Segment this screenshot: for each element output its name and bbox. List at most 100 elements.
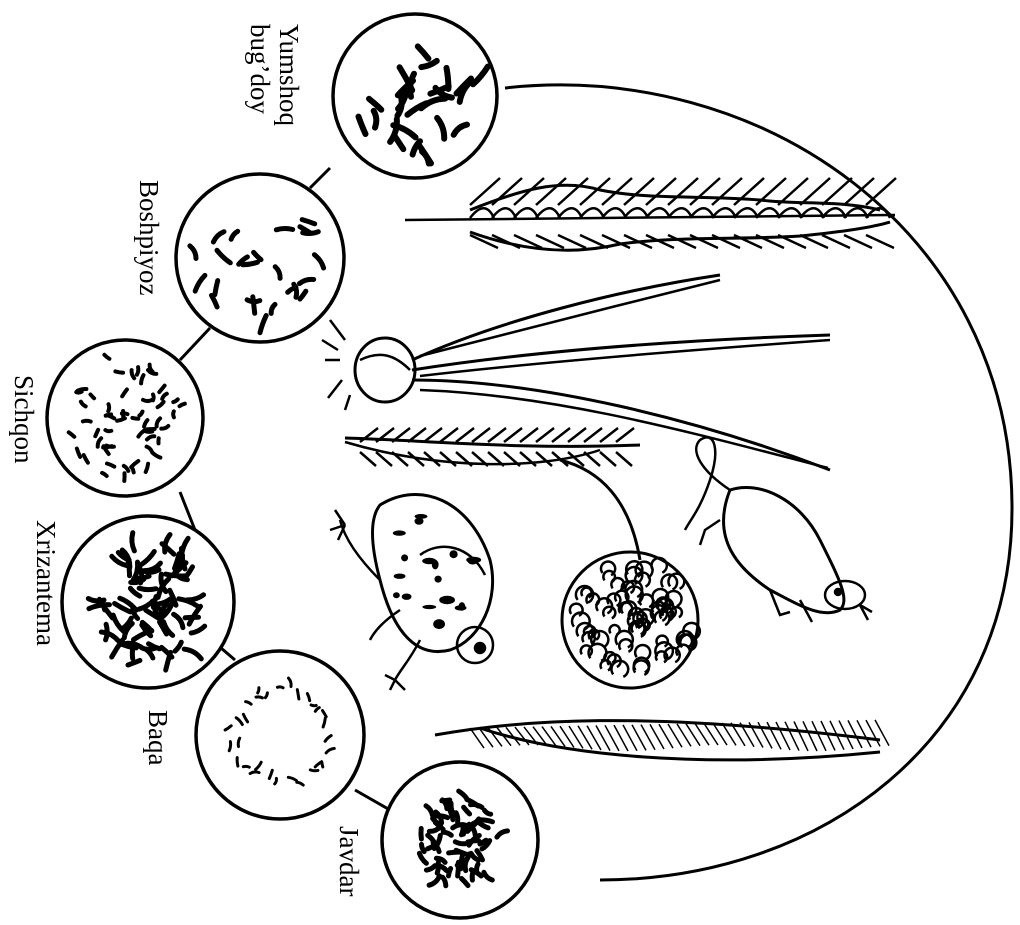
grass-barb	[584, 452, 600, 466]
frog-spot	[466, 557, 481, 563]
frog-illustration	[330, 494, 493, 690]
chromosome	[137, 367, 138, 375]
frog-spot	[415, 518, 424, 525]
frog-spot	[435, 576, 442, 583]
frog-spot	[422, 558, 436, 564]
chromosome	[143, 570, 159, 573]
frog-spot	[393, 530, 406, 535]
chromosome	[437, 816, 448, 818]
wheat-spike-illustration	[405, 178, 896, 250]
chromosome	[215, 281, 218, 295]
grass-barb	[424, 428, 442, 442]
chromosome	[132, 467, 134, 472]
label-yumshoq-bugdoy-line2: bug’doy	[245, 24, 274, 126]
chromosome	[311, 705, 316, 706]
karyotype-yumshoq-bugdoy	[333, 14, 497, 178]
chromosome	[472, 872, 473, 880]
chromosome	[173, 411, 174, 417]
grass-barb	[520, 428, 538, 442]
chromosome	[105, 430, 111, 431]
chromosome	[83, 421, 91, 422]
label-boshpiyoz: Boshpiyoz	[134, 180, 163, 296]
chromosome	[132, 533, 135, 551]
chromosome	[449, 869, 451, 876]
grass-barb	[536, 428, 554, 442]
grass-barb	[536, 452, 552, 466]
chromosome	[173, 399, 177, 402]
chromosome	[294, 284, 297, 297]
chromosome	[258, 688, 259, 693]
frog-spot	[394, 574, 406, 579]
label-yumshoq-bugdoy-line1: Yumshoq	[274, 24, 303, 126]
frog-spot	[439, 596, 455, 604]
chromosome	[310, 770, 318, 771]
grass-barb	[440, 452, 456, 466]
chromosome	[78, 389, 87, 391]
chromosome	[132, 418, 138, 419]
chromosome	[141, 375, 143, 383]
grass-barb	[552, 428, 570, 442]
chromosome	[180, 404, 185, 407]
label-sichqon-line1: Sichqon	[9, 375, 38, 464]
wheat-spikelet	[580, 208, 604, 218]
cell-circle	[382, 762, 538, 918]
chromosome	[276, 228, 292, 229]
mouse-illustration	[685, 437, 872, 622]
grass-stem-illustration	[345, 428, 640, 560]
grass-barb	[616, 452, 632, 466]
chromosome	[144, 431, 152, 432]
chromosome	[139, 588, 156, 589]
chromosome	[277, 687, 283, 688]
label-javdar: Javdar	[334, 826, 363, 896]
grass-barb	[584, 428, 602, 442]
label-xrizantema-line1: Xrizantema	[31, 520, 60, 646]
chromosome	[106, 446, 114, 447]
label-baqa: Baqa	[143, 710, 172, 765]
label-sichqon: Sichqon	[9, 375, 38, 464]
chromosome	[455, 842, 465, 844]
grass-barb	[440, 428, 458, 442]
chromosome	[256, 697, 262, 698]
frog-spot	[455, 605, 467, 610]
chromosome	[91, 395, 95, 399]
chromosome	[238, 738, 239, 746]
frog-spot	[401, 554, 408, 561]
label-baqa-line1: Baqa	[143, 710, 172, 765]
chromosome	[243, 766, 249, 767]
karyotype-javdar	[382, 762, 538, 918]
grass-barb	[600, 452, 616, 466]
cell-circle	[196, 651, 364, 819]
frog-spot	[402, 594, 412, 600]
chromosome	[88, 599, 104, 602]
grass-barb	[600, 428, 618, 442]
chrysanthemum-illustration	[562, 552, 700, 688]
chromosome	[106, 624, 108, 640]
grass-barb	[616, 428, 634, 442]
chromosome	[95, 430, 98, 436]
chromosome	[115, 371, 123, 372]
karyotype-circles	[47, 14, 538, 918]
chromosome	[471, 805, 483, 808]
chromosome	[185, 617, 198, 618]
grass-barb	[472, 428, 490, 442]
frog-spot	[433, 619, 445, 629]
chromosome	[253, 297, 255, 314]
chromosome	[117, 418, 125, 421]
karyotype-baqa	[196, 651, 364, 819]
rye-spike-illustration	[435, 720, 889, 760]
grass-barb	[488, 428, 506, 442]
chromosome	[410, 74, 414, 97]
label-yumshoq-bugdoy: Yumshoq bug’doy	[245, 24, 303, 126]
chromosome	[456, 813, 458, 822]
petal-curl	[601, 660, 611, 670]
karyotype-sichqon	[47, 340, 203, 496]
wheat-spikelet	[558, 208, 582, 218]
frog-spot	[393, 592, 400, 598]
grass-barb	[504, 428, 522, 442]
chromosome	[243, 262, 258, 265]
wheat-spikelet	[492, 208, 516, 218]
petal-curl	[581, 645, 592, 656]
chromosome	[297, 690, 299, 699]
